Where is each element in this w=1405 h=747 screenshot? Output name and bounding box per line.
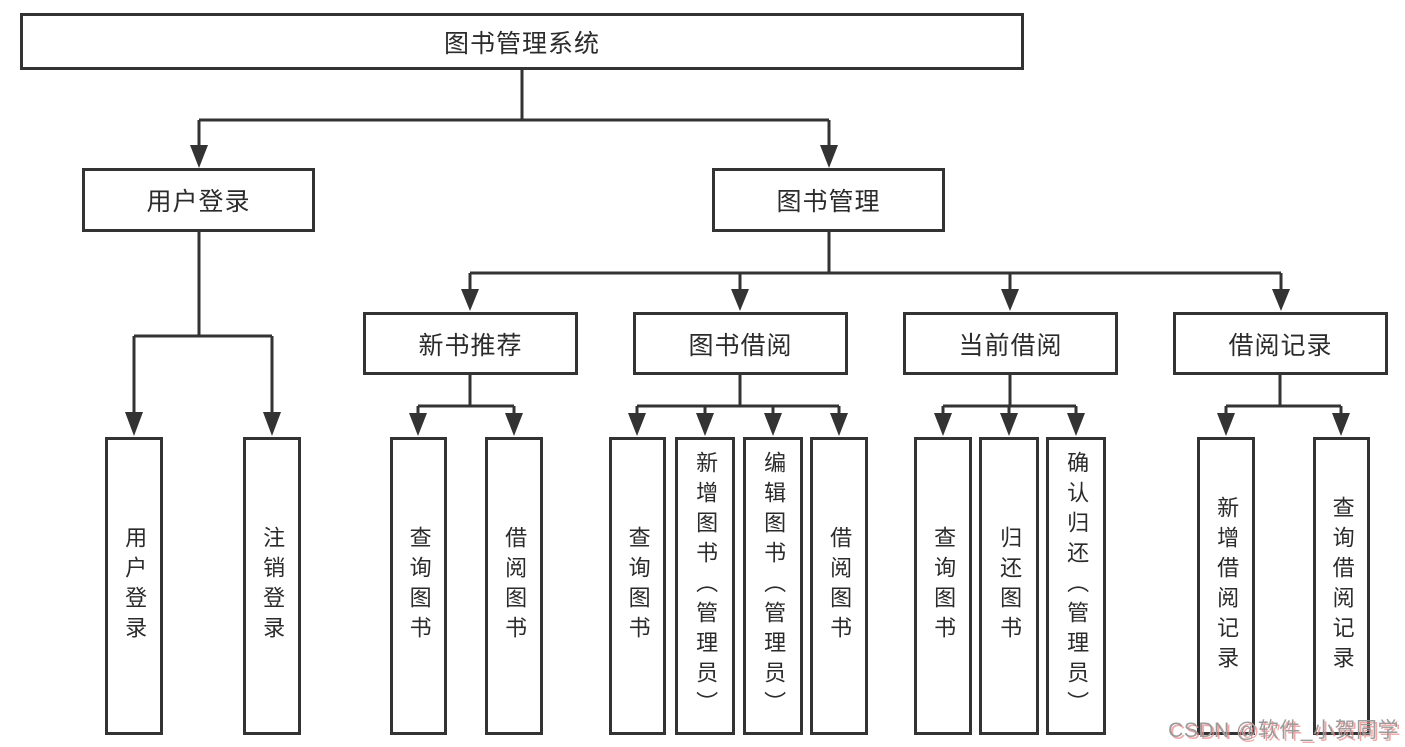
leaf-borrow-book: 借阅图书 xyxy=(810,437,868,735)
leaf-query-book-recommend-label: 查询图书 xyxy=(406,526,432,646)
leaf-borrow-book-label: 借阅图书 xyxy=(827,526,853,646)
connector-current-borrow-branch xyxy=(934,375,1085,436)
leaf-user-login: 用户登录 xyxy=(105,437,163,735)
node-current-borrow: 当前借阅 xyxy=(903,312,1118,375)
connector-user-login-branch xyxy=(125,232,281,436)
node-root-label: 图书管理系统 xyxy=(443,29,600,58)
leaf-query-book-borrow-label: 查询图书 xyxy=(625,526,651,646)
leaf-return-book-label: 归还图书 xyxy=(997,526,1023,646)
node-book-management-label: 图书管理 xyxy=(776,188,881,216)
leaf-query-book-current-label: 查询图书 xyxy=(931,526,957,646)
leaf-add-book-admin-label: 新增图书（管理员） xyxy=(693,451,719,721)
connector-new-book-recommend-branch xyxy=(409,375,523,436)
leaf-user-login-label: 用户登录 xyxy=(122,526,148,646)
node-new-book-recommend-label: 新书推荐 xyxy=(418,331,523,360)
node-user-login: 用户登录 xyxy=(82,168,315,232)
node-current-borrow-label: 当前借阅 xyxy=(958,331,1063,360)
leaf-logout-label: 注销登录 xyxy=(260,526,286,646)
leaf-add-book-admin: 新增图书（管理员） xyxy=(675,437,735,735)
leaf-borrow-book-recommend-label: 借阅图书 xyxy=(502,526,528,646)
connector-book-borrow-branch xyxy=(628,375,848,436)
leaf-edit-book-admin: 编辑图书（管理员） xyxy=(743,437,803,735)
leaf-query-book-borrow: 查询图书 xyxy=(609,437,666,735)
leaf-edit-book-admin-label: 编辑图书（管理员） xyxy=(761,451,787,721)
node-book-borrow: 图书借阅 xyxy=(633,312,848,375)
leaf-query-book-recommend: 查询图书 xyxy=(390,437,447,735)
leaf-borrow-book-recommend: 借阅图书 xyxy=(485,437,543,735)
node-book-borrow-label: 图书借阅 xyxy=(688,331,793,360)
node-book-management: 图书管理 xyxy=(712,168,945,232)
connector-book-management-to-level3 xyxy=(461,232,1290,311)
leaf-query-borrow-record: 查询借阅记录 xyxy=(1313,437,1370,735)
connector-root-to-level2 xyxy=(190,70,838,168)
leaf-query-borrow-record-label: 查询借阅记录 xyxy=(1329,496,1355,676)
leaf-query-book-current: 查询图书 xyxy=(914,437,972,735)
leaf-add-borrow-record-label: 新增借阅记录 xyxy=(1214,496,1240,676)
node-user-login-label: 用户登录 xyxy=(146,188,251,216)
node-new-book-recommend: 新书推荐 xyxy=(363,312,578,375)
node-borrow-record: 借阅记录 xyxy=(1173,312,1388,375)
leaf-logout: 注销登录 xyxy=(243,437,301,735)
node-borrow-record-label: 借阅记录 xyxy=(1228,331,1333,360)
leaf-add-borrow-record: 新增借阅记录 xyxy=(1197,437,1255,735)
connector-borrow-record-branch xyxy=(1217,375,1350,436)
node-root: 图书管理系统 xyxy=(20,13,1024,70)
leaf-return-book: 归还图书 xyxy=(979,437,1039,735)
leaf-confirm-return-admin: 确认归还（管理员） xyxy=(1046,437,1106,735)
csdn-watermark: CSDN @软件_小贺同学 xyxy=(1168,719,1399,742)
leaf-confirm-return-admin-label: 确认归还（管理员） xyxy=(1064,451,1090,721)
